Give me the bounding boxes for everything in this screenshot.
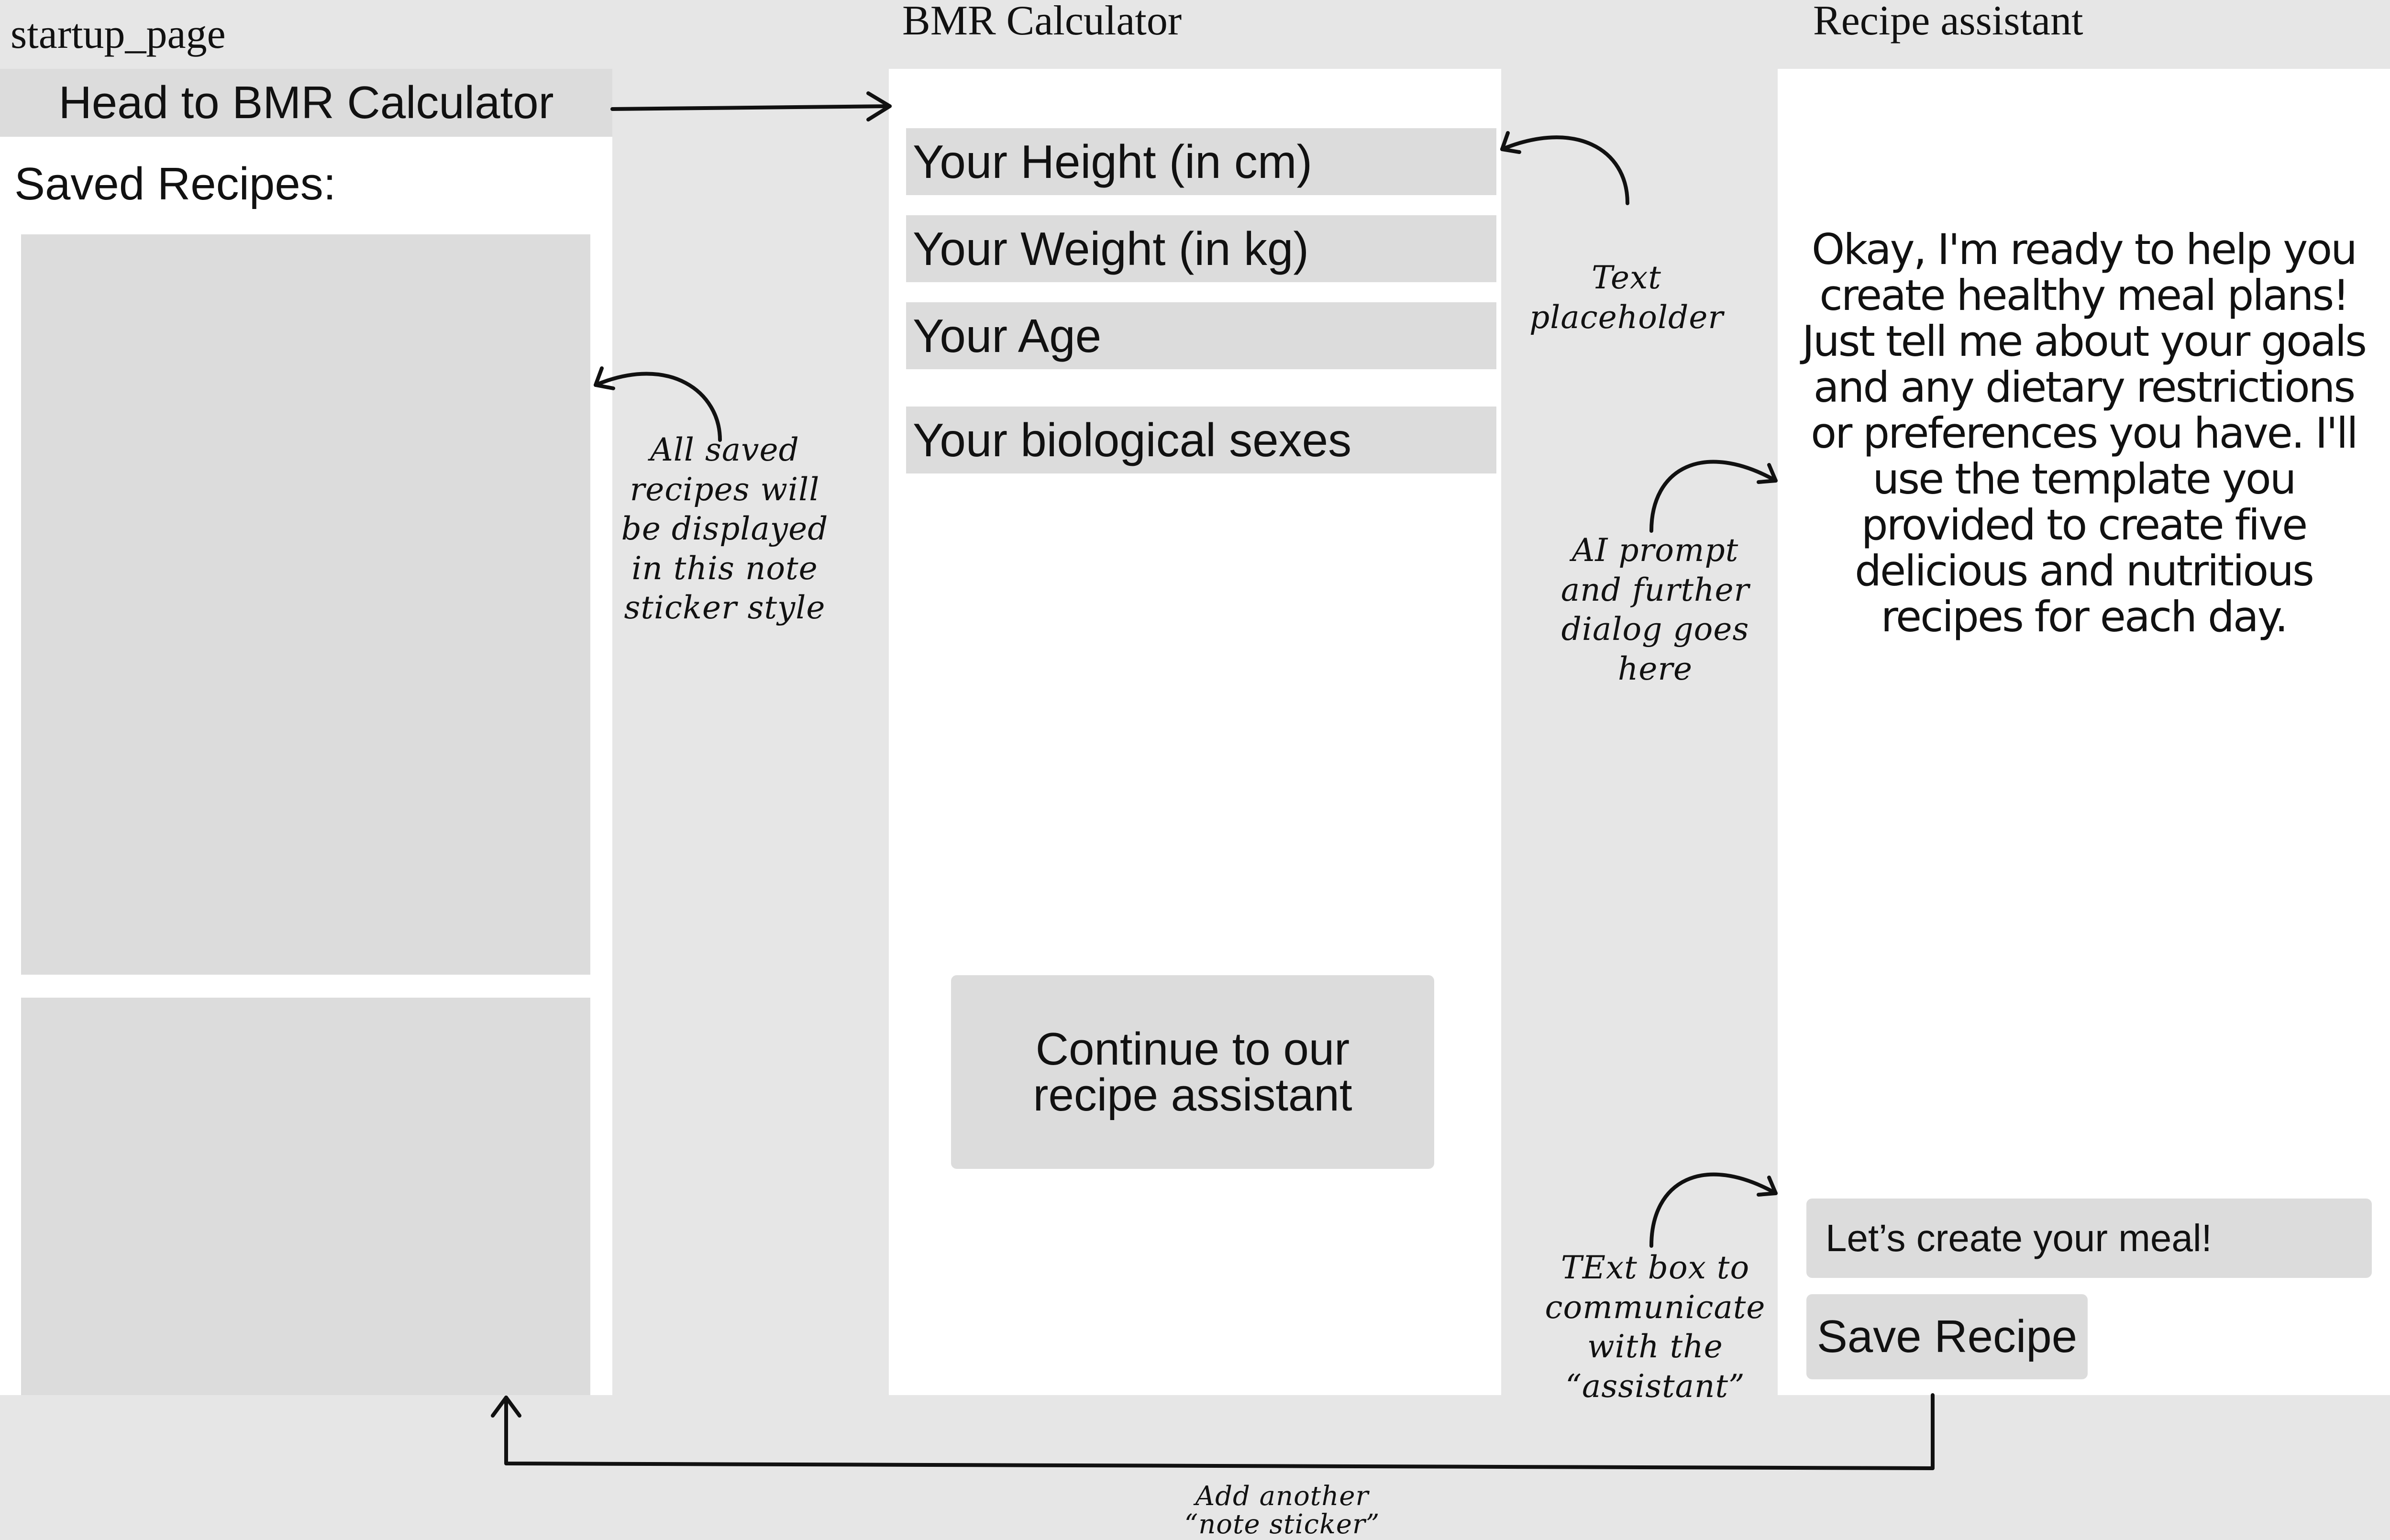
ai-prompt-annotation: AI prompt and further dialog goes here	[1536, 531, 1775, 689]
chat-input[interactable]: Let’s create your meal!	[1806, 1199, 2372, 1278]
annotation-line: be displayed	[621, 510, 829, 547]
arrow-add-sticker	[504, 1393, 1935, 1470]
annotation-line: and further	[1560, 571, 1750, 608]
head-to-bmr-button[interactable]: Head to BMR Calculator	[0, 69, 612, 137]
arrowhead-saved-recipes-note	[594, 366, 615, 390]
bmr-page-title: BMR Calculator	[902, 0, 1182, 44]
biological-sex-placeholder: Your biological sexes	[913, 413, 1352, 466]
weight-field[interactable]: Your Weight (in kg)	[906, 215, 1496, 282]
text-placeholder-annotation: Text placeholder	[1507, 258, 1746, 337]
bmr-page-screen: Your Height (in cm) Your Weight (in kg) …	[889, 69, 1501, 1395]
age-placeholder: Your Age	[913, 309, 1102, 362]
saved-recipes-annotation: All saved recipes will be displayed in t…	[608, 430, 842, 628]
text-box-annotation: TExt box to communicate with the “assist…	[1536, 1248, 1775, 1406]
arrow-ai-prompt-note	[1649, 460, 1778, 533]
annotation-line: placeholder	[1529, 298, 1724, 336]
annotation-line: here	[1617, 650, 1693, 687]
startup-page-title: startup_page	[11, 11, 226, 57]
continue-button-label-line2: recipe assistant	[1033, 1069, 1352, 1121]
arrow-text-placeholder-note	[1500, 135, 1629, 205]
arrowhead-add-sticker	[491, 1396, 521, 1418]
startup-page-screen: Head to BMR Calculator Saved Recipes:	[0, 69, 612, 1395]
recipe-page-title: Recipe assistant	[1813, 0, 2083, 44]
height-placeholder: Your Height (in cm)	[913, 135, 1313, 188]
arrow-saved-recipes-note	[594, 372, 722, 442]
save-recipe-button-label: Save Recipe	[1816, 1311, 2078, 1362]
recipe-note-sticker[interactable]	[21, 234, 590, 975]
recipe-note-sticker[interactable]	[21, 998, 590, 1395]
arrowhead-to-bmr	[866, 91, 892, 121]
height-field[interactable]: Your Height (in cm)	[906, 128, 1496, 195]
annotation-line: “note sticker”	[1184, 1508, 1380, 1540]
annotation-line: TExt box to	[1560, 1249, 1750, 1286]
chat-input-placeholder: Let’s create your meal!	[1826, 1217, 2212, 1259]
annotation-line: recipes will	[630, 471, 820, 508]
annotation-line: All saved	[650, 431, 799, 468]
continue-to-recipe-assistant-button[interactable]: Continue to our recipe assistant	[951, 975, 1434, 1169]
annotation-line: in this note	[631, 550, 818, 587]
annotation-line: Text	[1592, 259, 1661, 296]
assistant-message: Okay, I'm ready to help you create healt…	[1802, 225, 2367, 641]
recipe-page-screen: Okay, I'm ready to help you create healt…	[1778, 69, 2390, 1395]
annotation-line: Add another	[1195, 1481, 1369, 1512]
annotation-line: communicate	[1545, 1288, 1766, 1326]
weight-placeholder: Your Weight (in kg)	[913, 222, 1309, 275]
add-sticker-annotation: Add another “note sticker”	[1139, 1481, 1426, 1540]
annotation-line: sticker style	[624, 589, 826, 626]
arrow-text-box-note	[1649, 1172, 1778, 1248]
annotation-line: AI prompt	[1571, 532, 1739, 569]
save-recipe-button[interactable]: Save Recipe	[1806, 1294, 2088, 1379]
annotation-line: dialog goes	[1561, 611, 1749, 648]
arrow-to-bmr	[610, 104, 892, 111]
age-field[interactable]: Your Age	[906, 302, 1496, 369]
arrowhead-text-box-note	[1757, 1176, 1778, 1197]
continue-button-label-line1: Continue to our	[1035, 1023, 1350, 1075]
saved-recipes-label: Saved Recipes:	[14, 158, 336, 209]
head-to-bmr-button-label: Head to BMR Calculator	[58, 77, 554, 128]
annotation-line: “assistant”	[1565, 1367, 1745, 1405]
arrowhead-ai-prompt-note	[1757, 463, 1778, 484]
arrowhead-text-placeholder-note	[1500, 131, 1521, 154]
annotation-line: with the	[1587, 1328, 1723, 1365]
biological-sex-field[interactable]: Your biological sexes	[906, 407, 1496, 473]
